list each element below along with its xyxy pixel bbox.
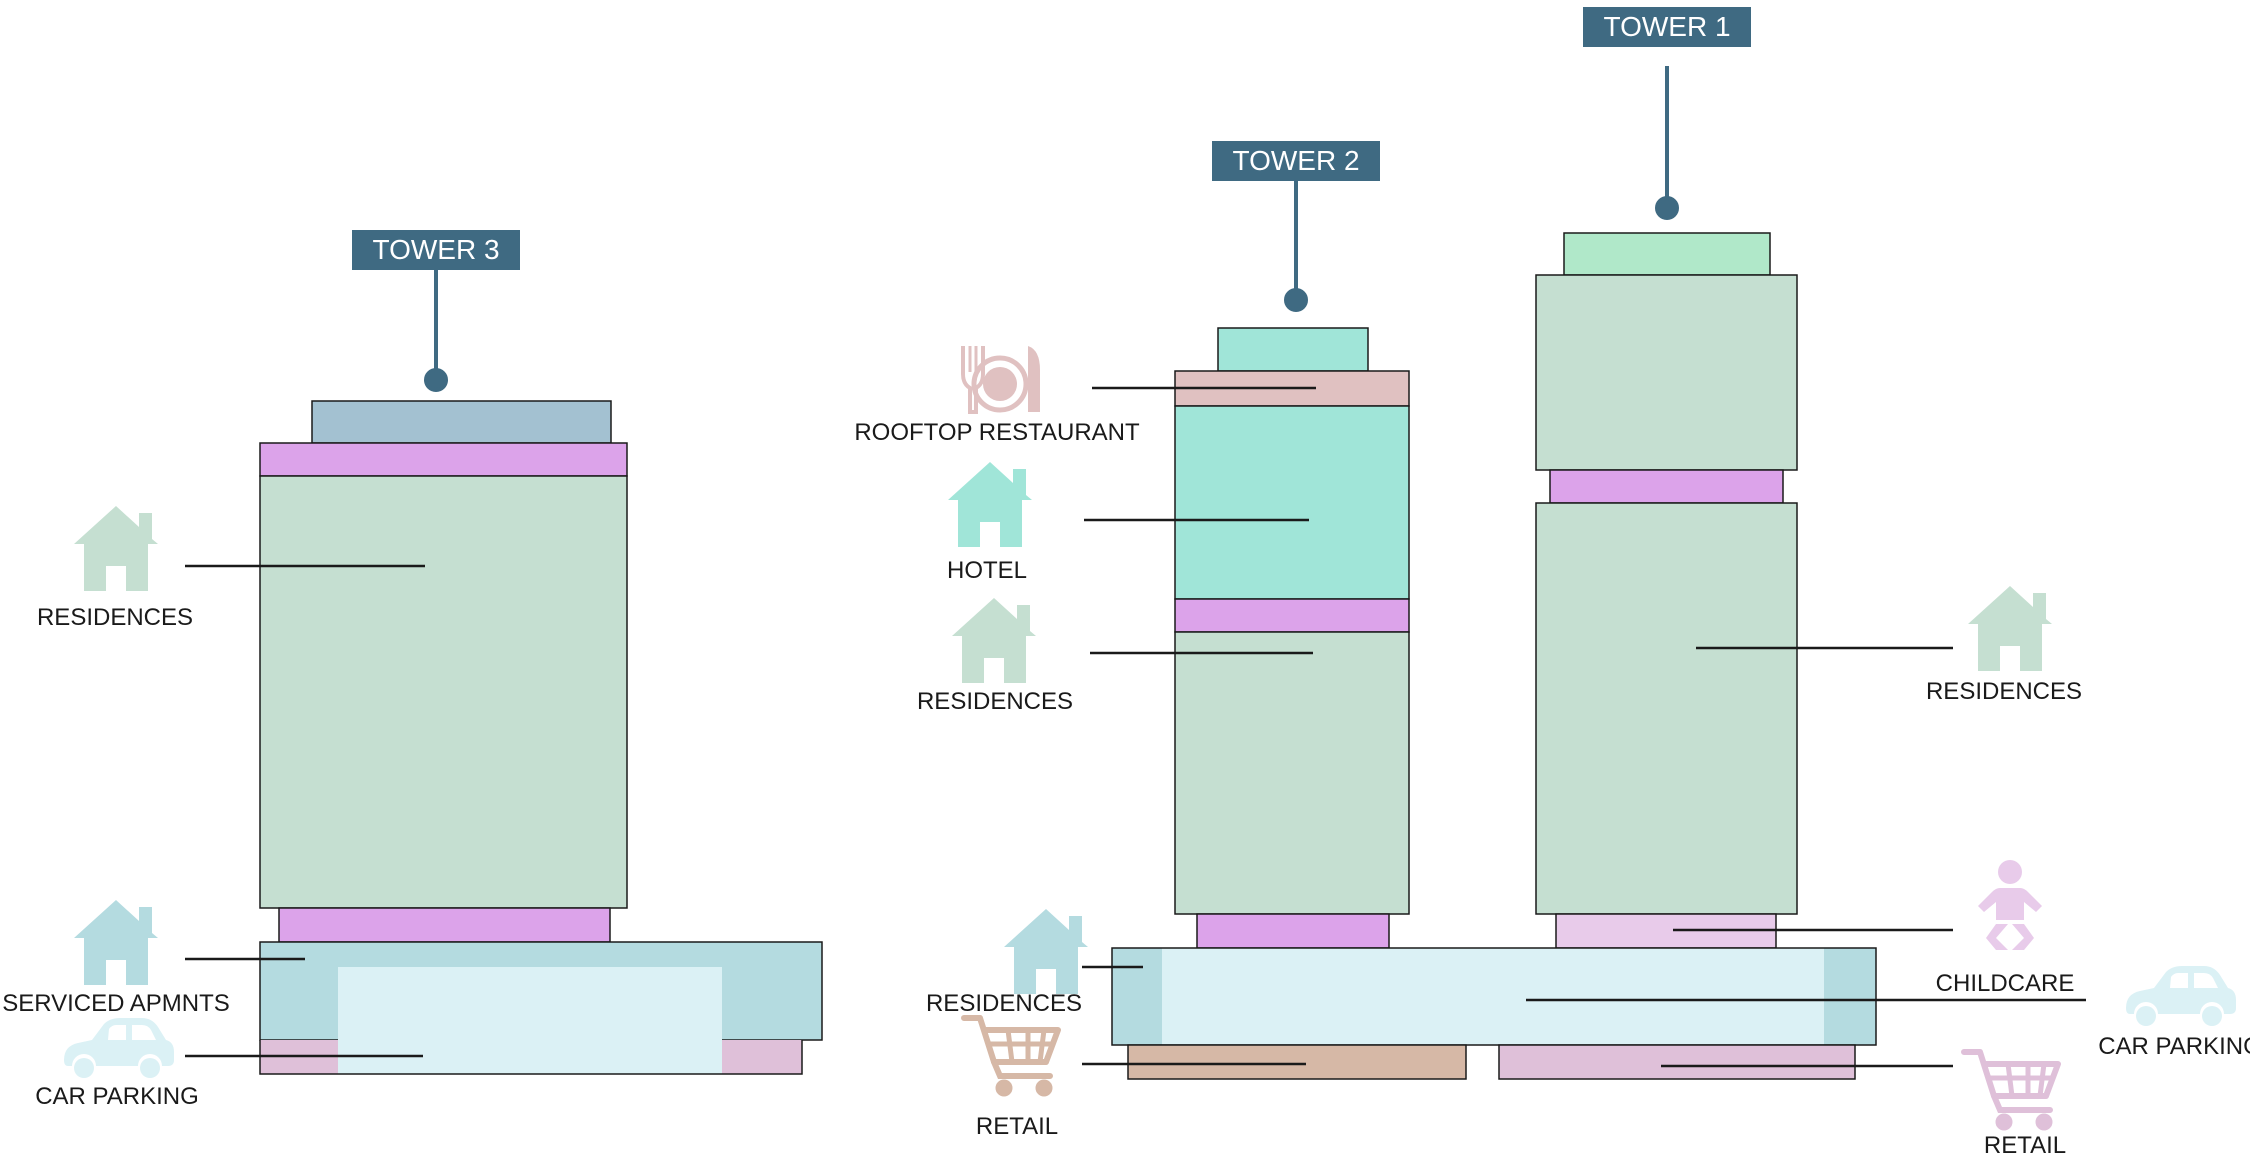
tower-3-retail-right <box>722 1040 802 1074</box>
tag-connectors <box>424 66 1679 392</box>
leader-lines <box>185 386 2086 1068</box>
retail-right-block <box>1498 1044 1856 1080</box>
house-icon <box>952 598 1036 683</box>
shopping-cart-icon <box>1964 1052 2058 1130</box>
shopping-cart-icon <box>964 1018 1058 1096</box>
cutlery-plate-icon <box>961 346 1040 414</box>
tower-2-amenity-floor <box>1174 598 1410 633</box>
tower-2-crown <box>1217 327 1369 372</box>
label-rooftop-restaurant: ROOFTOP RESTAURANT <box>854 419 1140 446</box>
tower-1-residences-block <box>1535 502 1798 915</box>
tower-1-amenity-floor <box>1549 469 1784 504</box>
label-residences-tower-1: RESIDENCES <box>1925 678 2083 705</box>
shared-podium <box>1111 947 1877 1080</box>
label-childcare: CHILDCARE <box>1935 970 2075 997</box>
label-hotel: HOTEL <box>946 557 1028 584</box>
label-retail-right: RETAIL <box>1983 1132 2067 1159</box>
tower-2-hotel-block <box>1174 405 1410 600</box>
tower-3-crown <box>311 400 612 444</box>
baby-icon <box>1978 860 2042 950</box>
label-residences-podium: RESIDENCES <box>925 990 1083 1017</box>
tower-2-residences-block <box>1174 631 1410 915</box>
podium-residences-right <box>1824 948 1876 1045</box>
retail-left-block <box>1127 1044 1467 1080</box>
house-icon <box>1004 909 1088 994</box>
label-car-parking-right: CAR PARKING <box>2098 1033 2250 1060</box>
podium-residences-left <box>1112 948 1162 1045</box>
tower-3-parking <box>338 967 722 1074</box>
house-icon <box>74 900 158 985</box>
house-icon <box>74 506 158 591</box>
label-residences-tower-2: RESIDENCES <box>916 688 1074 715</box>
tower-2-amenity-floor-low <box>1196 913 1390 949</box>
car-icon <box>64 1018 174 1078</box>
house-icon <box>948 462 1032 547</box>
tower-1-crown <box>1563 232 1771 276</box>
tower-1 <box>1535 232 1798 949</box>
label-car-parking-left: CAR PARKING <box>35 1083 199 1110</box>
podium-car-parking <box>1162 948 1824 1045</box>
tower-1-tag: TOWER 1 <box>1583 7 1751 47</box>
tower-3-amenity-floor <box>259 442 628 477</box>
tower-3-amenity-floor-low <box>278 907 611 943</box>
label-retail-left: RETAIL <box>975 1113 1059 1140</box>
label-residences-tower-3: RESIDENCES <box>36 604 194 631</box>
tower-1-upper-residences <box>1535 274 1798 471</box>
house-icon <box>1968 586 2052 671</box>
tower-3 <box>259 400 823 1075</box>
label-serviced-apartments: SERVICED APMNTS <box>2 990 230 1017</box>
tower-3-tag: TOWER 3 <box>352 230 520 270</box>
car-icon <box>2126 966 2236 1026</box>
tower-3-residences-block <box>259 475 628 909</box>
tower-2-tag: TOWER 2 <box>1212 141 1380 181</box>
tower-2 <box>1174 327 1410 949</box>
